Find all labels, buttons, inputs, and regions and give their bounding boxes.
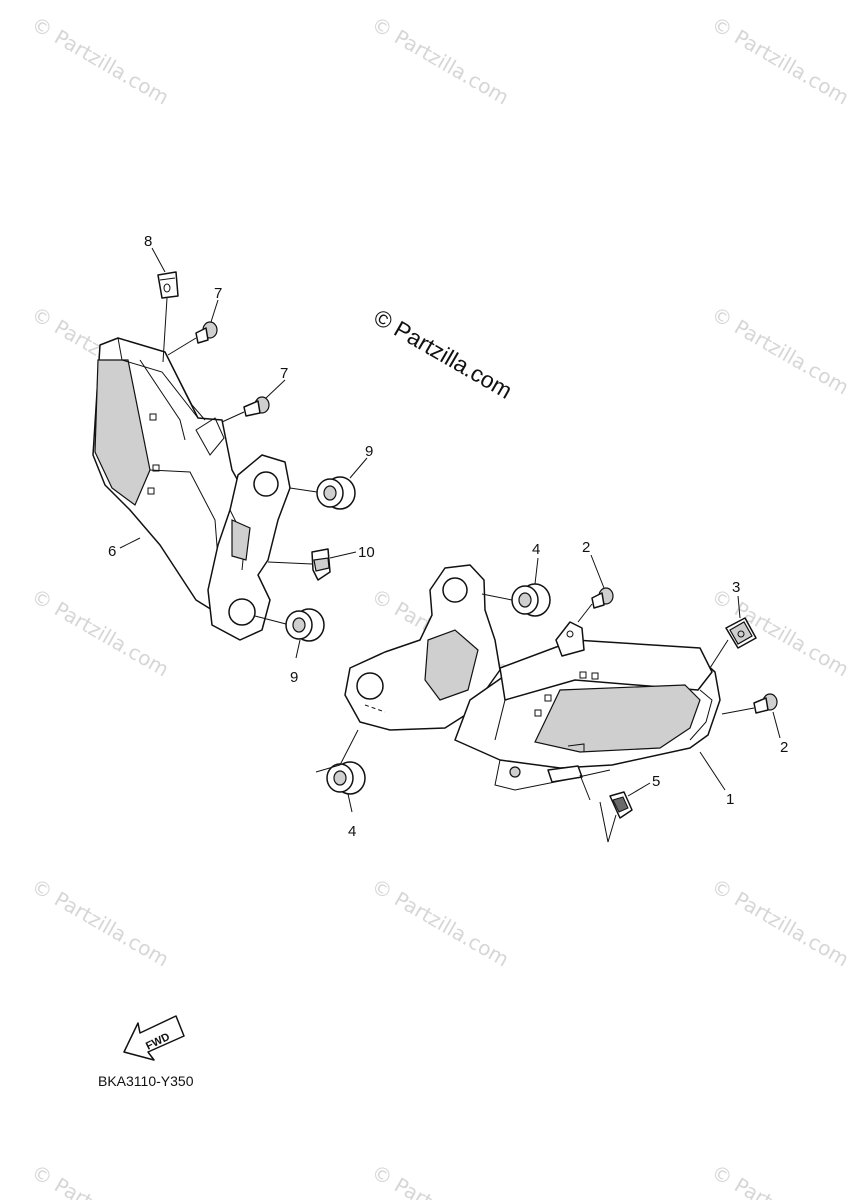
watermark-lower-right: © Partzilla.com — [708, 874, 848, 972]
callout-1: 1 — [726, 791, 734, 808]
clip-nut-8: 8 — [144, 233, 179, 363]
callout-group-1: 1 — [699, 751, 734, 808]
clip-5: 5 — [579, 773, 660, 843]
screw-7-upper: 7 — [167, 285, 222, 356]
callout-5: 5 — [652, 773, 660, 790]
diagram-code: BKA3110-Y350 — [98, 1073, 194, 1089]
callout-2-right: 2 — [780, 739, 788, 756]
watermark-mid-left: © Partzilla.com — [28, 584, 174, 682]
callout-4-upper: 4 — [532, 541, 540, 558]
callout-10: 10 — [358, 544, 375, 561]
watermark-lower-left: © Partzilla.com — [28, 874, 174, 972]
callout-7-upper: 7 — [214, 285, 222, 302]
grommet-4-upper: 4 — [481, 541, 551, 617]
watermark-lower-middle: © Partzilla.com — [368, 874, 514, 972]
clip-10: 10 — [267, 544, 375, 581]
callout-group-6: 6 — [108, 537, 141, 560]
side-cover-lens — [94, 359, 151, 506]
left-bracket-hole-upper — [253, 471, 279, 497]
watermark-center: © Partzilla.com — [370, 304, 517, 404]
grommet-9-upper: 9 — [289, 443, 373, 510]
callout-8: 8 — [144, 233, 152, 250]
grommet-9-lower: 9 — [254, 608, 325, 686]
callout-4-lower: 4 — [348, 823, 356, 840]
callout-9-lower: 9 — [290, 669, 298, 686]
callout-3: 3 — [732, 579, 740, 596]
watermark-top-right: © Partzilla.com — [708, 12, 848, 110]
forward-arrow-icon: FWD — [123, 1015, 185, 1061]
callout-9-upper: 9 — [365, 443, 373, 460]
screw-2-upper: 2 — [577, 539, 614, 623]
screw-7-lower: 7 — [221, 365, 288, 423]
right-bracket-hole-lower — [356, 672, 384, 700]
screw-2-right: 2 — [721, 693, 788, 756]
left-side-cover-assembly — [92, 337, 291, 641]
clip-nut-3: 3 — [709, 579, 757, 669]
watermark-top-left: © Partzilla.com — [28, 12, 174, 110]
watermark-bottom-left: © Partzilla.com — [28, 1160, 174, 1200]
callout-7-lower: 7 — [280, 365, 288, 382]
watermark-top-middle: © Partzilla.com — [368, 12, 514, 110]
right-side-cover-lens — [534, 684, 701, 753]
left-bracket — [207, 454, 291, 641]
watermark-upper-right: © Partzilla.com — [708, 302, 848, 400]
watermark-bottom-middle: © Partzilla.com — [368, 1160, 514, 1200]
right-side-cover-assembly — [344, 564, 721, 791]
left-bracket-hole-lower — [228, 598, 256, 626]
callout-2-upper: 2 — [582, 539, 590, 556]
right-bracket-hole-upper — [442, 577, 468, 603]
callout-6: 6 — [108, 543, 116, 560]
watermark-bottom-right: © Partzilla.com — [708, 1160, 848, 1200]
grommet-4-lower: 4 — [315, 729, 366, 840]
